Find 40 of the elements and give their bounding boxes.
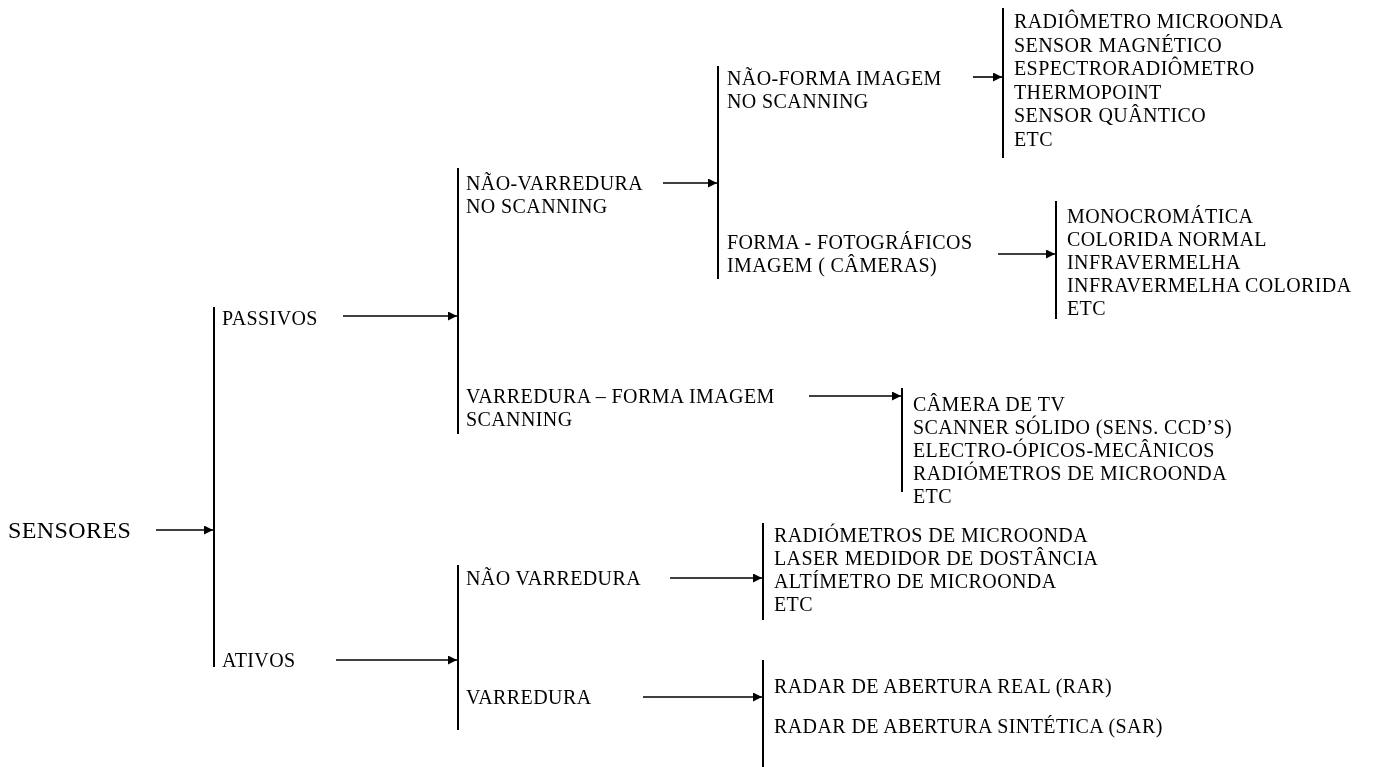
list-item: SCANNER SÓLIDO (SENS. CCD’S) xyxy=(913,416,1232,439)
list-item: RADIÓMETROS DE MICROONDA xyxy=(774,524,1089,547)
list-item: COLORIDA NORMAL xyxy=(1067,228,1267,251)
arrow xyxy=(669,573,763,583)
list-item: CÂMERA DE TV xyxy=(913,393,1066,415)
list-item: MONOCROMÁTICA xyxy=(1067,205,1254,228)
list-item: SENSOR QUÂNTICO xyxy=(1014,104,1207,128)
category-label: ATIVOS xyxy=(222,649,297,672)
arrow xyxy=(642,692,763,702)
category-label: VARREDURA – FORMA IMAGEM SCANNING xyxy=(466,385,776,431)
category-label: NÃO-FORMA IMAGEM NO SCANNING xyxy=(727,67,943,111)
list-item: RADAR DE ABERTURA SINTÉTICA (SAR) xyxy=(774,714,1163,740)
arrow xyxy=(335,655,458,665)
arrow xyxy=(808,391,902,401)
list-item: ETC xyxy=(1067,297,1106,320)
list-item: LASER MEDIDOR DE DOSTÂNCIA xyxy=(774,547,1099,570)
arrow xyxy=(155,525,214,535)
list-item: ELECTRO-ÓPICOS-MECÂNICOS xyxy=(913,439,1215,461)
category-label: NÃO VARREDURA xyxy=(466,567,643,590)
list-item: THERMOPOINT xyxy=(1014,80,1162,104)
list-item: RADIÔMETRO MICROONDA xyxy=(1014,10,1284,34)
list-item: ALTÍMETRO DE MICROONDA xyxy=(774,570,1057,593)
arrow xyxy=(662,178,718,188)
list-item: ESPECTRORADIÔMETRO xyxy=(1014,57,1255,81)
list-item: RADIÓMETROS DE MICROONDA xyxy=(913,462,1228,485)
list-item: RADAR DE ABERTURA REAL (RAR) xyxy=(774,674,1113,700)
arrow xyxy=(997,249,1056,259)
root-label: SENSORES xyxy=(8,516,133,545)
category-label: PASSIVOS xyxy=(222,307,319,330)
list-item: ETC xyxy=(774,593,813,616)
list-item: ETC xyxy=(1014,127,1053,151)
list-item: SENSOR MAGNÉTICO xyxy=(1014,33,1223,56)
category-label: NÃO-VARREDURA NO SCANNING xyxy=(466,172,645,218)
arrow xyxy=(972,72,1003,82)
category-label: VARREDURA xyxy=(466,686,593,709)
arrow xyxy=(342,311,458,321)
list-item: INFRAVERMELHA xyxy=(1067,251,1241,274)
list-item: INFRAVERMELHA COLORIDA xyxy=(1067,274,1352,297)
list-item: ETC xyxy=(913,485,952,508)
category-label: FORMA - FOTOGRÁFICOS IMAGEM ( CÂMERAS) xyxy=(727,231,974,277)
